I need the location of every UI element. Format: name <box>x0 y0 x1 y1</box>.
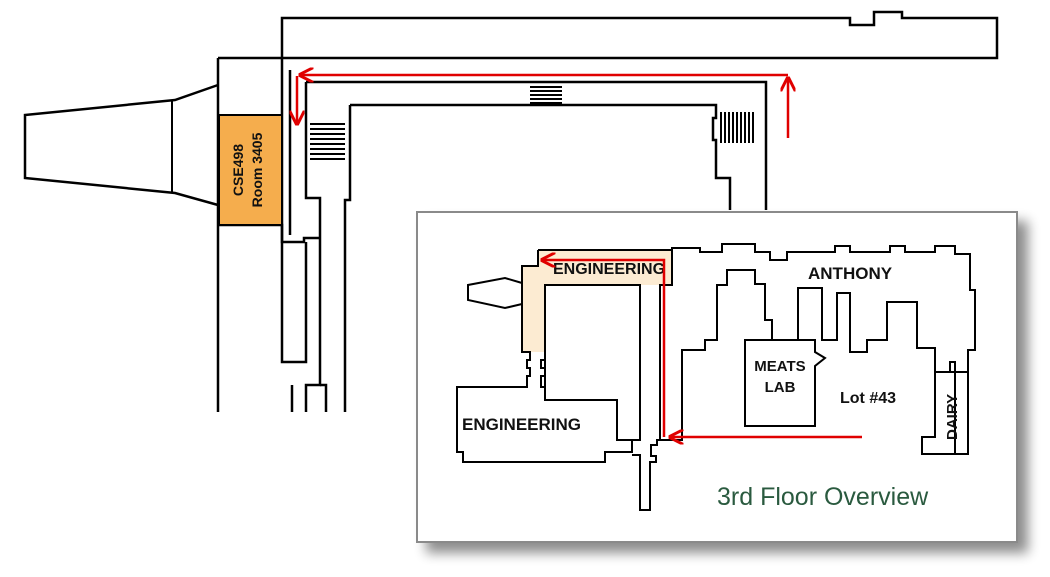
u-corridor-inner <box>304 82 322 210</box>
meats-lab-outline <box>744 339 827 427</box>
label-engineering-top: ENGINEERING <box>553 261 665 278</box>
left-wedge-wall <box>23 83 219 207</box>
stairs-left <box>310 123 345 160</box>
room-3405-highlight <box>218 114 283 226</box>
top-corridor-wall <box>280 10 999 60</box>
label-anthony: ANTHONY <box>808 264 893 283</box>
u-corridor-inner-top <box>343 105 352 210</box>
overview-inset <box>416 211 1018 543</box>
overview-frame <box>416 211 1018 543</box>
left-stub <box>280 242 308 364</box>
dairy-outline <box>921 371 969 455</box>
overview-title: 3rd Floor Overview <box>717 483 929 511</box>
label-meats-line1: MEATS <box>754 358 805 375</box>
engineering-top-outline <box>538 243 976 511</box>
stairs-right <box>720 112 754 143</box>
main-route <box>297 75 788 138</box>
left-wing-inner <box>218 223 284 242</box>
lower-corridor <box>304 210 322 412</box>
u-corridor-outer <box>306 80 768 210</box>
engineering-right-corridor <box>659 250 682 441</box>
overview-route-up <box>542 260 666 437</box>
label-engineering-bottom: ENGINEERING <box>462 415 581 434</box>
overview-wedge <box>467 276 523 310</box>
label-dairy: DAIRY <box>944 394 961 440</box>
u-corridor-inner-top-edge <box>350 103 732 210</box>
room-label-line2: Room 3405 <box>249 132 265 207</box>
room-label-line1: CSE498 <box>230 144 246 196</box>
engineering-highlight <box>522 250 672 352</box>
main-floor-plan: CSE498 Room 3405 <box>23 10 999 412</box>
lower-corridor-edge <box>320 383 328 412</box>
label-meats-line2: LAB <box>765 379 796 396</box>
engineering-upper-outline <box>456 250 641 463</box>
overview-content: ENGINEERING ANTHONY ENGINEERING MEATS LA… <box>456 243 976 511</box>
room-3405-label: CSE498 Room 3405 <box>230 132 265 207</box>
stairs-top <box>530 86 562 104</box>
label-lot: Lot #43 <box>840 390 896 407</box>
